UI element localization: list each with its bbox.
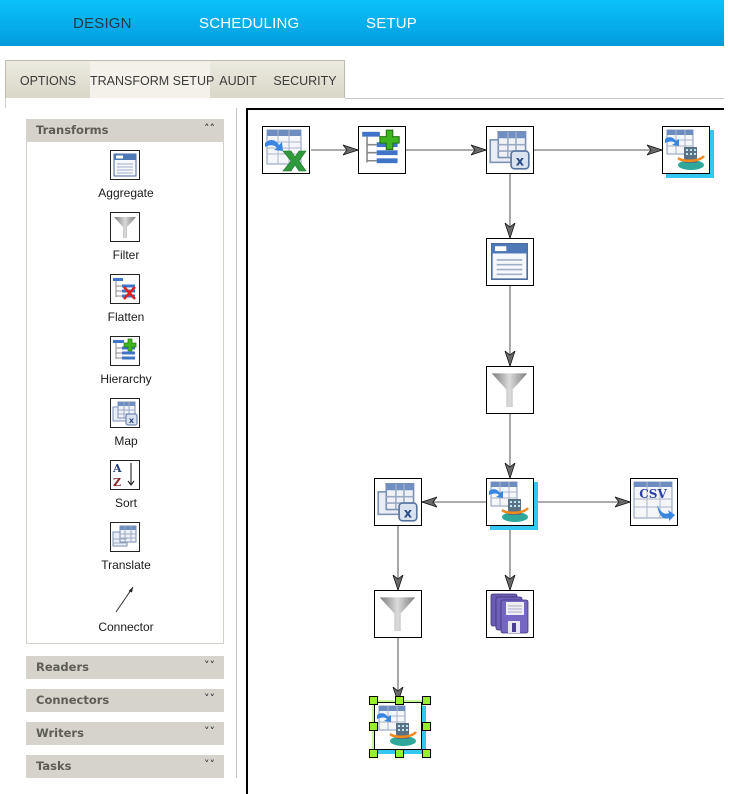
top-nav-bar: DESIGN SCHEDULING SETUP <box>0 0 724 46</box>
section-transforms-header[interactable]: Transforms ˄˄ <box>26 119 224 142</box>
tab-divider <box>345 98 724 99</box>
map-icon: x <box>489 131 530 170</box>
svg-text:x: x <box>404 507 413 522</box>
connector-arrow-icon <box>110 584 140 614</box>
resize-handle-n[interactable] <box>395 696 404 705</box>
flow-node-filter[interactable] <box>374 590 422 638</box>
db-writer-icon <box>489 481 529 522</box>
svg-text:Z: Z <box>113 476 121 489</box>
palette-item-label: Flatten <box>107 310 145 324</box>
nav-design[interactable]: DESIGN <box>73 15 132 32</box>
flow-node-hierarchy[interactable] <box>358 126 406 174</box>
funnel-icon <box>110 212 140 242</box>
section-readers-header[interactable]: Readers ˅˅ <box>26 656 224 679</box>
aggregate-icon <box>110 150 140 180</box>
section-title: Tasks <box>36 759 72 773</box>
chevron-down-icon[interactable]: ˅˅ <box>204 659 215 672</box>
transforms-palette: Aggregate Filter Flatten Hierarchy x Map… <box>26 142 224 644</box>
section-title: Transforms <box>36 123 109 137</box>
palette-item-label: Filter <box>112 248 140 262</box>
palette-item-label: Connector <box>98 620 154 634</box>
section-title: Writers <box>36 726 84 740</box>
db-writer-icon <box>377 705 417 746</box>
translate-icon <box>110 522 140 552</box>
panel-edge <box>5 98 6 108</box>
hierarchy-icon <box>110 336 140 366</box>
flow-node-save-all[interactable] <box>486 590 534 638</box>
svg-text:x: x <box>516 155 525 170</box>
svg-text:CSV: CSV <box>639 487 667 501</box>
db-writer-icon <box>665 129 705 170</box>
chevron-up-icon[interactable]: ˄˄ <box>204 122 215 135</box>
resize-handle-w[interactable] <box>369 722 378 731</box>
chevron-down-icon[interactable]: ˅˅ <box>204 758 215 771</box>
flatten-icon <box>110 274 140 304</box>
funnel-icon <box>491 373 528 408</box>
flow-node-excel-reader[interactable] <box>262 126 310 174</box>
section-title: Readers <box>36 660 89 674</box>
section-writers-header[interactable]: Writers ˅˅ <box>26 722 224 745</box>
flow-node-db-writer[interactable] <box>486 478 534 526</box>
map-icon: x <box>110 398 140 428</box>
csv-writer-icon: CSV <box>633 481 675 521</box>
resize-handle-s[interactable] <box>395 749 404 758</box>
map-icon: x <box>377 483 418 522</box>
funnel-icon <box>379 597 416 632</box>
resize-handle-ne[interactable] <box>422 696 431 705</box>
tab-transform-setup[interactable]: TRANSFORM SETUP <box>90 61 214 98</box>
flow-node-map[interactable]: x <box>374 478 422 526</box>
palette-item-label: Aggregate <box>98 186 154 200</box>
tab-audit[interactable]: AUDIT <box>219 74 257 88</box>
section-title: Connectors <box>36 693 110 707</box>
palette-item-label: Map <box>114 434 138 448</box>
nav-setup[interactable]: SETUP <box>366 15 418 32</box>
chevron-down-icon[interactable]: ˅˅ <box>204 725 215 738</box>
tab-bar: OPTIONS TRANSFORM SETUP AUDIT SECURITY <box>5 60 345 98</box>
panel-splitter[interactable] <box>236 108 237 778</box>
save-all-icon <box>490 593 529 634</box>
resize-handle-se[interactable] <box>422 749 431 758</box>
tab-security[interactable]: SECURITY <box>273 74 337 88</box>
hierarchy-icon <box>362 129 400 164</box>
resize-handle-e[interactable] <box>422 722 431 731</box>
tab-options[interactable]: OPTIONS <box>19 74 77 88</box>
excel-reader-icon <box>265 129 307 172</box>
flow-node-aggregate[interactable] <box>486 238 534 286</box>
flow-node-map[interactable]: x <box>486 126 534 174</box>
aggregate-icon <box>491 243 528 280</box>
flow-node-filter[interactable] <box>486 366 534 414</box>
svg-text:x: x <box>129 416 135 425</box>
chevron-down-icon[interactable]: ˅˅ <box>204 692 215 705</box>
nav-scheduling[interactable]: SCHEDULING <box>199 15 300 32</box>
flow-node-db-writer-selected[interactable] <box>374 702 422 750</box>
flow-node-csv-writer[interactable]: CSV <box>630 478 678 526</box>
svg-text:A: A <box>112 462 122 475</box>
flow-node-db-writer[interactable] <box>662 126 710 174</box>
section-connectors-header[interactable]: Connectors ˅˅ <box>26 689 224 712</box>
resize-handle-nw[interactable] <box>369 696 378 705</box>
palette-item-label: Translate <box>101 558 151 572</box>
design-canvas[interactable] <box>246 108 724 794</box>
palette-item-label: Hierarchy <box>100 372 152 386</box>
resize-handle-sw[interactable] <box>369 749 378 758</box>
palette-item-label: Sort <box>114 496 137 510</box>
section-tasks-header[interactable]: Tasks ˅˅ <box>26 755 224 778</box>
